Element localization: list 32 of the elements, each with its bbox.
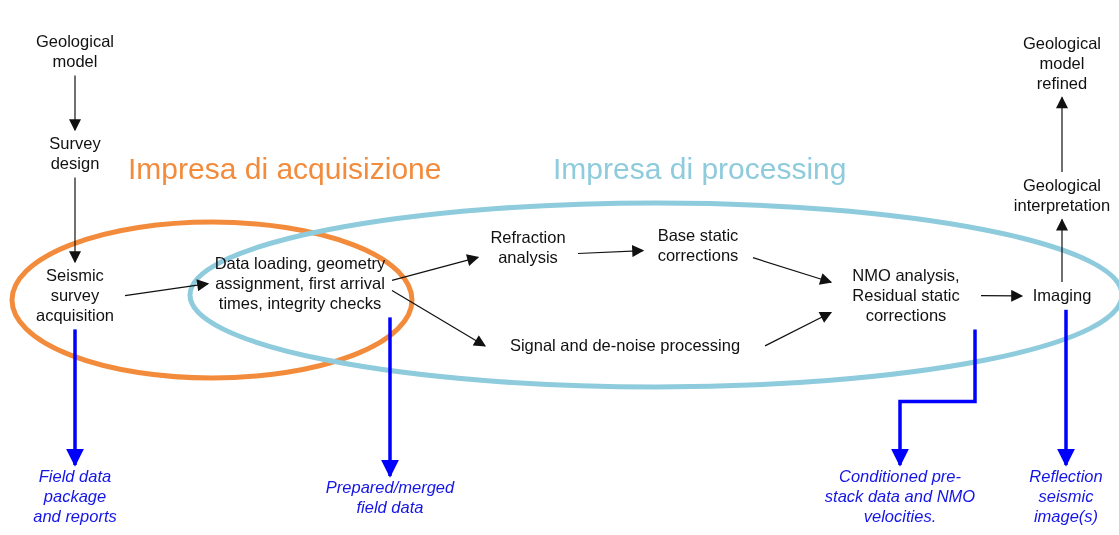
step-label: Data loading, geometry assignment, first arrival times, integrity checks [208,250,392,318]
arrow [1056,218,1068,283]
step-label: Geological model [20,28,130,76]
step-label: Geological model refined [1012,30,1112,98]
group-heading: Impresa di processing [553,152,847,185]
arrow [391,289,487,347]
arrow [391,254,480,281]
arrow [891,329,977,467]
arrow [124,279,210,297]
step-label: Refraction analysis [478,224,578,272]
step-label: Survey design [30,130,120,178]
arrow [764,311,833,347]
arrow [577,245,645,258]
arrow [980,289,1024,302]
arrow [69,177,81,264]
output-label: Reflection seismic image(s) [1014,465,1118,529]
arrow [1056,96,1068,173]
arrow [1057,309,1075,467]
step-label: NMO analysis, Residual static corrections [831,262,981,330]
step-label: Seismic survey acquisition [25,262,125,330]
step-label: Geological interpretation [1006,172,1118,220]
output-label: Field data package and reports [25,465,125,529]
output-label: Prepared/merged field data [305,476,475,520]
arrow [381,317,399,478]
arrow [752,257,833,285]
step-label: Imaging [1022,282,1102,310]
step-label: Base static corrections [643,222,753,270]
output-label: Conditioned pre-stack data and NMO velocities. [820,465,980,529]
arrow [66,329,84,467]
arrow [69,75,81,132]
step-label: Signal and de-noise processing [485,332,765,360]
group-heading: Impresa di acquisizione [128,152,442,185]
